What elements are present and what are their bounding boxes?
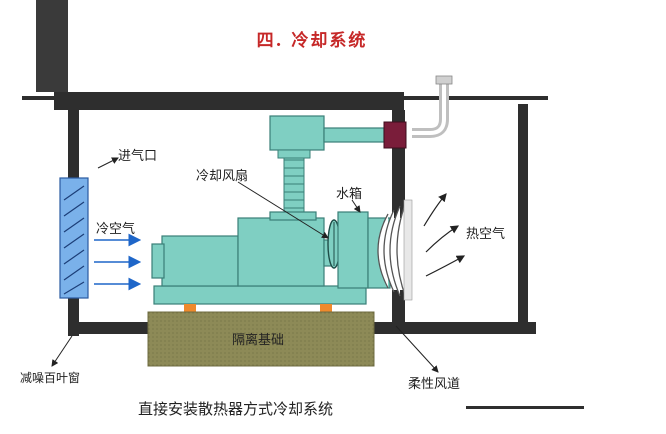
- label-cool-air: 冷空气: [96, 221, 135, 237]
- bellows-flange: [277, 149, 311, 159]
- mount-pad-right: [320, 304, 332, 312]
- left-wall-upper: [68, 110, 79, 180]
- floor-right: [374, 322, 536, 334]
- label-louver: 减噪百叶窗: [20, 371, 80, 385]
- label-air-inlet: 进气口: [118, 148, 157, 164]
- exhaust-cap: [435, 75, 453, 85]
- exhaust-pipe: [412, 80, 449, 138]
- label-water-tank: 水箱: [336, 186, 362, 202]
- left-wall-lower: [68, 296, 79, 336]
- roof-slab: [54, 92, 404, 110]
- label-flexible-duct: 柔性风道: [408, 377, 460, 392]
- valve: [383, 121, 407, 149]
- exhaust-connector: [323, 127, 385, 143]
- water-tank: [337, 211, 369, 289]
- roof-line-right: [404, 96, 548, 100]
- roof-line-left: [22, 96, 56, 100]
- title: 四. 冷却系统: [257, 30, 368, 51]
- ground-line: [466, 406, 584, 409]
- building-column: [36, 0, 68, 92]
- label-hot-air: 热空气: [466, 226, 505, 242]
- isolation-foundation: [147, 311, 375, 367]
- alternator: [161, 235, 239, 287]
- duct-outlet: [403, 199, 413, 301]
- louver-panel: [59, 177, 89, 299]
- leader-lines: [51, 157, 439, 373]
- label-isolation-foundation: 隔离基础: [232, 332, 284, 348]
- hot-air-arrows: [423, 193, 466, 277]
- right-wall: [518, 104, 528, 332]
- generator-base: [153, 285, 367, 305]
- alternator-end: [151, 243, 165, 279]
- exhaust-muffler: [269, 115, 325, 151]
- floor-left: [68, 322, 152, 334]
- caption: 直接安装散热器方式冷却系统: [138, 400, 333, 418]
- mount-pad-left: [184, 304, 196, 312]
- label-cooling-fan: 冷却风扇: [196, 168, 248, 184]
- cool-air-arrows: [94, 233, 142, 291]
- partition-wall-lower: [392, 290, 405, 326]
- engine-block: [237, 217, 325, 287]
